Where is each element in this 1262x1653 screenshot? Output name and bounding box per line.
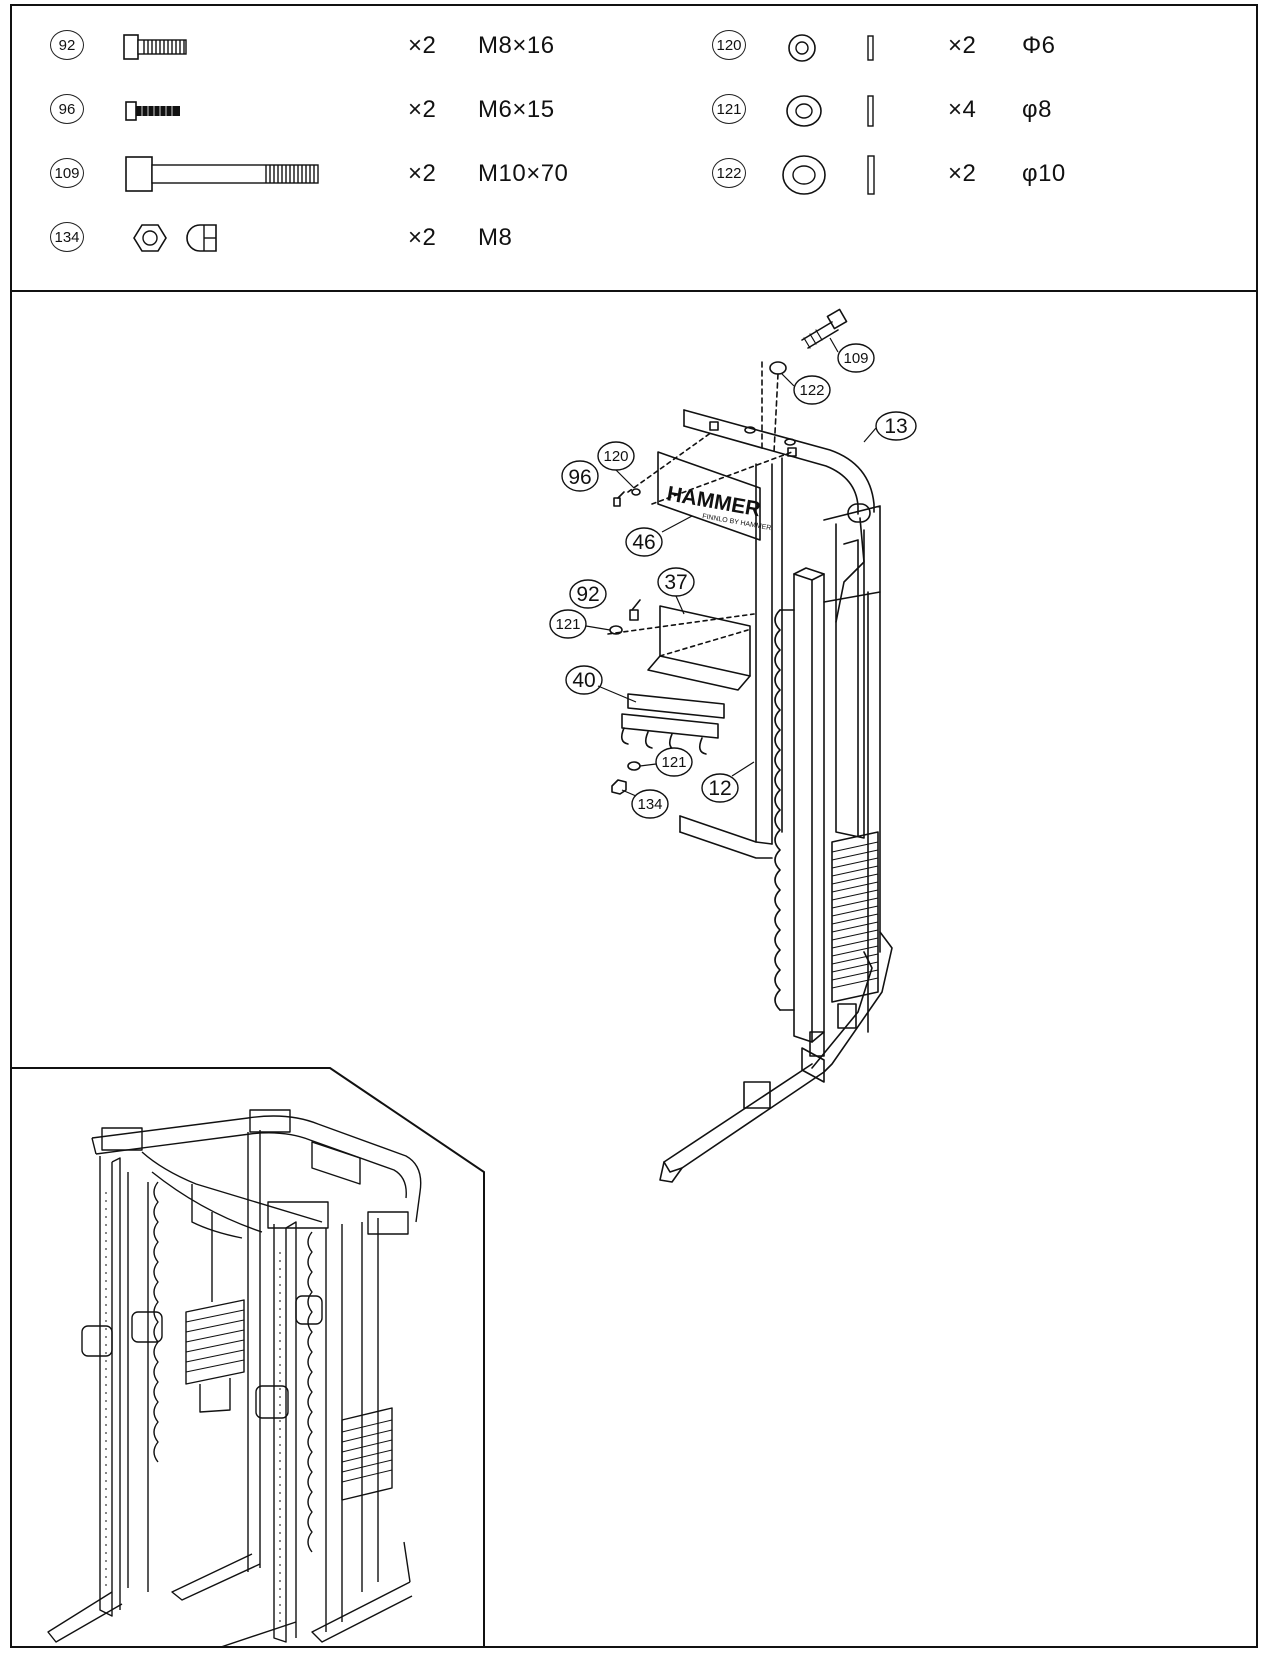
callout-12 (701, 773, 739, 803)
callout-121-upper (549, 609, 587, 639)
callout-121-lower (655, 747, 693, 777)
label-134: 134 (637, 796, 662, 813)
part-number-badge: 121 (712, 94, 746, 124)
weight-stack (831, 831, 879, 1029)
small-bolt-icon (125, 101, 180, 121)
main-upright (774, 503, 881, 1043)
hook-rack-40 (620, 693, 725, 755)
label-92: 92 (576, 583, 599, 606)
label-120: 120 (603, 448, 628, 465)
label-96: 96 (568, 466, 591, 489)
top-crossbar-13 (683, 409, 875, 515)
label-13: 13 (884, 415, 907, 438)
part-row-92: 92 ×2 M8×16 (12, 18, 632, 78)
part-size: Φ6 (1022, 32, 1056, 59)
label-121-upper: 121 (555, 616, 580, 633)
label-121-lower: 121 (661, 754, 686, 771)
bolt-109 (801, 308, 848, 349)
assembly-sheet: 92 ×2 M8×16 96 (10, 4, 1258, 1648)
washer-122 (769, 361, 787, 375)
part-row-109: 109 ×2 M10×70 (12, 146, 632, 206)
callout-13 (875, 411, 917, 441)
post-12 (679, 457, 783, 859)
part-row-122: 122 ×2 φ10 (692, 146, 1252, 206)
part-row-96: 96 ×2 M6×15 (12, 82, 632, 142)
label-122: 122 (799, 382, 824, 399)
part-row-134: 134 ×2 M8 (12, 210, 632, 270)
callout-109 (837, 343, 875, 373)
part-row-120: 120 ×2 Φ6 (692, 18, 1252, 78)
washer-120 (631, 488, 641, 496)
part-quantity: ×4 (948, 96, 977, 123)
washer-121-lower (627, 761, 641, 771)
label-46: 46 (632, 531, 655, 554)
part-number-badge: 120 (712, 30, 746, 60)
part-quantity: ×2 (408, 32, 437, 59)
shelf-37 (607, 605, 755, 691)
short-bolt-icon (123, 34, 187, 60)
hardware-parts-table: 92 ×2 M8×16 96 (12, 6, 1256, 292)
large-washer-icon (782, 155, 875, 195)
part-number-badge: 122 (712, 158, 746, 188)
callout-96 (561, 460, 599, 492)
exploded-assembly-diagram: HAMMER FINNLO BY HAMMER (12, 308, 917, 1648)
part-size: M8×16 (478, 32, 555, 59)
part-quantity: ×2 (408, 160, 437, 187)
part-quantity: ×2 (948, 160, 977, 187)
part-size: φ8 (1022, 96, 1052, 123)
callout-46 (625, 527, 663, 557)
nut-134 (611, 779, 627, 795)
base-frame (659, 931, 893, 1183)
callout-134 (631, 789, 669, 819)
logo-plate-46: HAMMER FINNLO BY HAMMER (627, 431, 793, 541)
medium-washer-icon (786, 95, 874, 127)
label-37: 37 (664, 571, 687, 594)
callout-92 (569, 579, 607, 609)
label-40: 40 (572, 669, 595, 692)
part-number-badge: 134 (50, 222, 84, 252)
part-number-badge: 109 (50, 158, 84, 188)
assembled-machine-inset (12, 1067, 485, 1648)
bolt-92 (629, 599, 641, 621)
part-quantity: ×2 (408, 224, 437, 251)
long-bolt-icon (125, 156, 319, 192)
part-size: M10×70 (478, 160, 569, 187)
part-size: φ10 (1022, 160, 1066, 187)
callout-122 (793, 375, 831, 405)
part-row-121: 121 ×4 φ8 (692, 82, 1252, 142)
small-washer-icon (788, 34, 874, 62)
label-109: 109 (843, 350, 868, 367)
part-quantity: ×2 (408, 96, 437, 123)
label-12: 12 (708, 777, 731, 800)
part-quantity: ×2 (948, 32, 977, 59)
part-size: M8 (478, 224, 513, 251)
part-number-badge: 92 (50, 30, 84, 60)
callout-40 (565, 665, 603, 695)
part-size: M6×15 (478, 96, 555, 123)
bolt-96 (613, 491, 625, 507)
hex-nut-icon (133, 224, 217, 252)
part-number-badge: 96 (50, 94, 84, 124)
